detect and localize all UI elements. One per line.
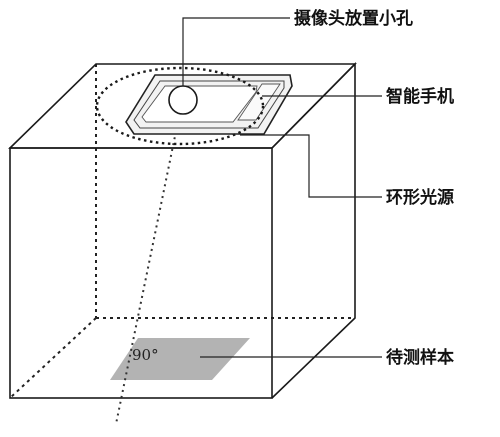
label-camera-hole: 摄像头放置小孔 <box>294 8 413 29</box>
leader-camera-hole <box>182 17 290 86</box>
camera-hole-icon <box>168 85 198 115</box>
bottom-left-depth-edge <box>9 317 97 399</box>
label-sample: 待测样本 <box>386 347 454 368</box>
camera-optical-axis <box>115 101 183 425</box>
box-edges <box>8 62 357 399</box>
label-smartphone: 智能手机 <box>386 86 454 107</box>
phone-inner-frame <box>133 80 285 129</box>
smartphone <box>125 74 293 135</box>
leader-lines <box>182 17 382 358</box>
box-right-face <box>271 62 356 399</box>
box-front-face <box>9 147 273 399</box>
hidden-edges <box>9 64 355 399</box>
sample-angle-label: 90° <box>132 346 159 364</box>
label-ring-light: 环形光源 <box>386 187 454 208</box>
ring-light-ellipse <box>95 66 265 146</box>
phone-side-panel <box>237 83 281 121</box>
sample-plate <box>110 338 250 380</box>
leader-ring-light <box>240 134 382 198</box>
